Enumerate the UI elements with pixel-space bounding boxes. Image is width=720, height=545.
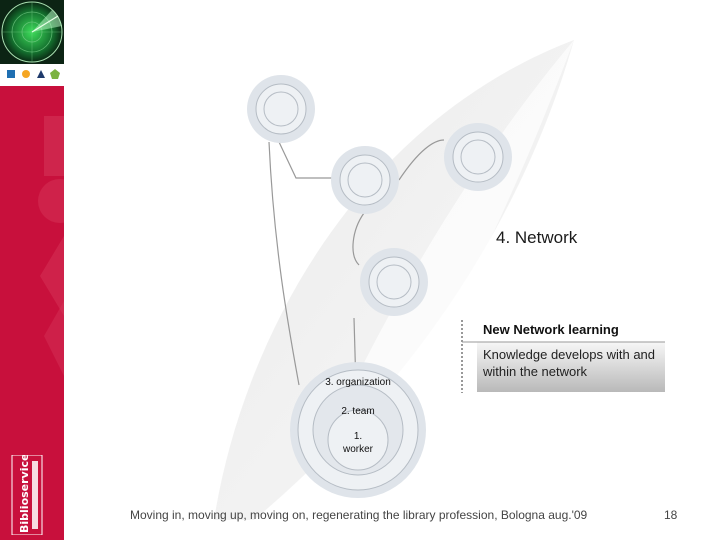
organization-label: 3. organization	[325, 377, 391, 388]
logo-text: Biblioservice	[18, 455, 31, 533]
page-number: 18	[664, 508, 678, 522]
worker-label: worker	[342, 444, 373, 455]
slide-footer: Moving in, moving up, moving on, regener…	[130, 508, 588, 522]
knowledge-box-title: New Network learning	[483, 322, 619, 337]
knowledge-box	[461, 320, 665, 393]
radar-icon	[0, 0, 64, 64]
slide-canvas: 4. Network New Network learning Knowledg…	[64, 0, 720, 540]
node-top-left	[247, 75, 315, 143]
node-lower	[360, 248, 428, 316]
node-top-right	[444, 123, 512, 191]
node-middle	[331, 146, 399, 214]
sidebar: Biblioservice	[0, 0, 82, 540]
network-diagram	[214, 40, 665, 520]
connector-lines	[268, 139, 445, 389]
knowledge-box-body: Knowledge develops with and within the n…	[483, 347, 656, 379]
nested-circles	[290, 362, 426, 498]
colored-shapes-icon	[7, 69, 60, 79]
biblioservice-logo: Biblioservice	[11, 455, 43, 535]
network-label: 4. Network	[496, 228, 578, 247]
team-label: 2. team	[341, 406, 375, 417]
sidebar-watermark	[38, 116, 82, 376]
radar-logo	[0, 0, 64, 64]
worker-number-label: 1.	[353, 431, 363, 442]
